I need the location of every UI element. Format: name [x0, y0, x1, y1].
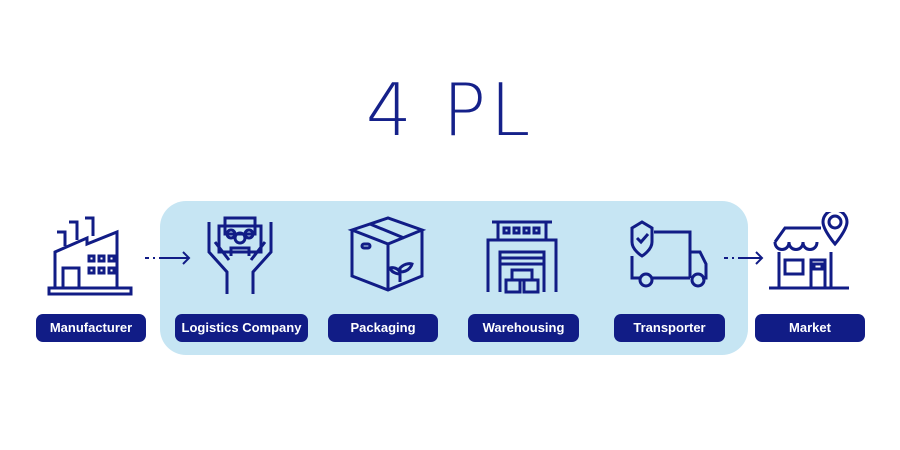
label-logistics-company: Logistics Company — [175, 314, 308, 342]
hands-people-icon — [195, 212, 285, 296]
label-packaging: Packaging — [328, 314, 438, 342]
box-icon — [338, 212, 428, 296]
warehouse-icon — [478, 212, 568, 296]
label-transporter: Transporter — [614, 314, 725, 342]
arrow-manufacturer-to-logistics — [145, 251, 191, 265]
arrow-transporter-to-market — [724, 251, 764, 265]
store-location-icon — [765, 208, 855, 296]
label-warehousing: Warehousing — [468, 314, 579, 342]
page-title: 4 PL — [365, 68, 535, 152]
truck-icon — [620, 212, 710, 296]
label-manufacturer: Manufacturer — [36, 314, 146, 342]
factory-icon — [45, 212, 135, 296]
label-market: Market — [755, 314, 865, 342]
